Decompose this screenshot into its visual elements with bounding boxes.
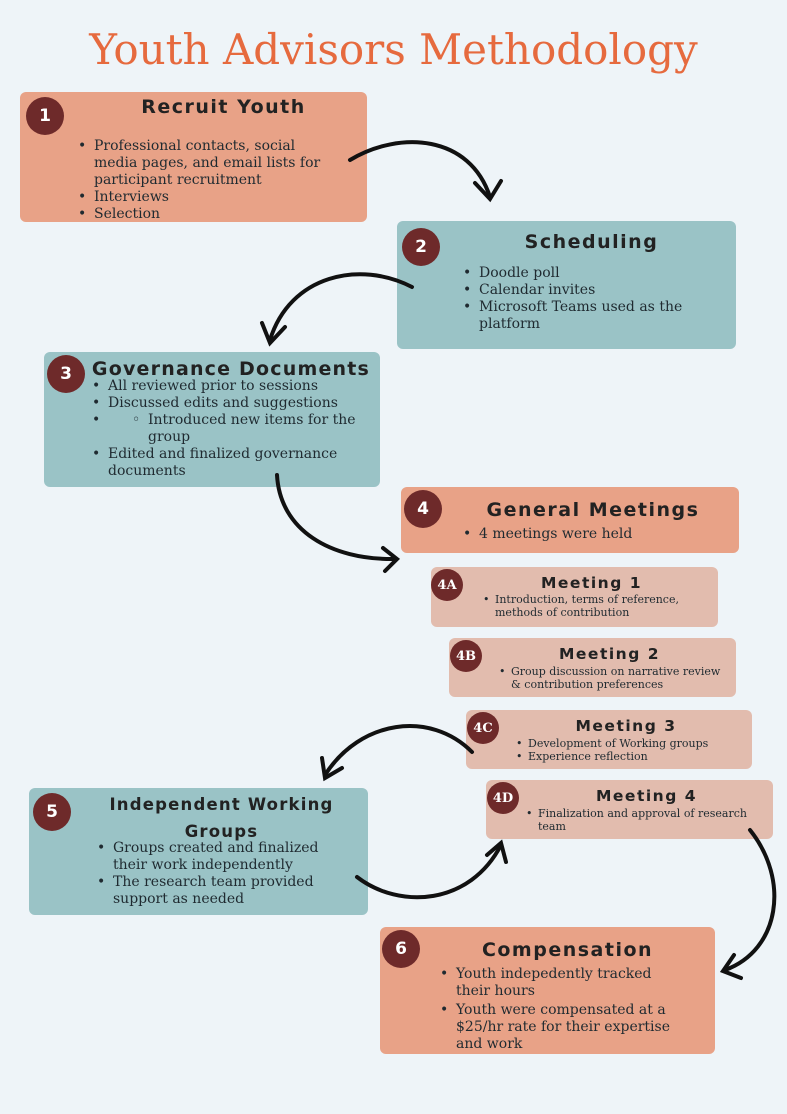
- arrow-1-to-2: [348, 140, 492, 199]
- step-2-bullet: Calendar invites: [463, 282, 713, 299]
- step-3-bullet: Edited and finalized governance document…: [92, 446, 376, 480]
- step-4b-bullet: Group discussion on narrative review & c…: [499, 665, 723, 691]
- step-2-bullet: Doodle poll: [463, 265, 713, 282]
- step-6-heading: Compensation: [481, 939, 654, 961]
- step-4b-bullets: Group discussion on narrative review & c…: [499, 665, 723, 691]
- arrow-5-to-4d: [355, 843, 503, 900]
- step-2-bullets: Doodle poll Calendar invites Microsoft T…: [463, 265, 713, 333]
- step-6-box: Compensation Youth indepedently tracked …: [380, 927, 715, 1054]
- step-3-subbullet-group: Introduced new items for the group: [92, 412, 376, 446]
- arrow-1-to-2-head: [473, 179, 503, 203]
- step-5-box: Independent Working Groups Groups create…: [29, 788, 368, 915]
- arrow-5-to-4d-head: [485, 839, 508, 864]
- step-4a-box: Meeting 1 Introduction, terms of referen…: [431, 567, 718, 627]
- arrow-3-to-4: [275, 473, 397, 562]
- step-4b-badge: 4B: [450, 640, 482, 672]
- step-1-bullet: Professional contacts, social media page…: [78, 138, 340, 189]
- step-1-badge: 1: [26, 97, 64, 135]
- step-4d-heading: Meeting 4: [596, 787, 697, 805]
- step-3-badge: 3: [47, 355, 85, 393]
- step-4-bullet: 4 meetings were held: [463, 526, 723, 543]
- step-1-heading: Recruit Youth: [141, 96, 306, 118]
- step-4a-bullet: Introduction, terms of reference, method…: [483, 593, 705, 619]
- step-4a-heading: Meeting 1: [541, 574, 642, 592]
- step-4d-badge: 4D: [487, 782, 519, 814]
- arrow-4d-to-6-head: [719, 953, 743, 980]
- page-title: Youth Advisors Methodology: [89, 25, 698, 74]
- arrow-4c-to-5: [323, 724, 474, 777]
- step-6-bullets: Youth indepedently tracked their hours Y…: [440, 966, 690, 1053]
- step-4c-bullet: Experience reflection: [516, 750, 740, 763]
- step-3-bullet: Discussed edits and suggestions: [92, 395, 376, 412]
- step-4b-box: Meeting 2 Group discussion on narrative …: [449, 638, 736, 697]
- step-2-badge: 2: [402, 228, 440, 266]
- step-4c-box: Meeting 3 Development of Working groups …: [466, 710, 752, 769]
- step-5-bullets: Groups created and finalized their work …: [97, 840, 347, 908]
- step-2-heading: Scheduling: [524, 231, 659, 253]
- arrow-4d-to-6: [723, 828, 777, 972]
- step-4c-heading: Meeting 3: [575, 717, 677, 735]
- step-4d-bullet: Finalization and approval of research te…: [526, 807, 758, 833]
- step-5-badge: 5: [33, 793, 71, 831]
- step-5-bullet: The research team provided support as ne…: [97, 874, 347, 908]
- arrow-2-to-3: [268, 272, 414, 342]
- step-1-bullet: Interviews: [78, 189, 340, 206]
- step-4d-bullets: Finalization and approval of research te…: [526, 807, 758, 833]
- step-6-bullet: Youth were compensated at a $25/hr rate …: [440, 1002, 690, 1053]
- step-3-bullet: All reviewed prior to sessions: [92, 378, 376, 395]
- step-2-box: Scheduling Doodle poll Calendar invites …: [397, 221, 736, 349]
- step-3-subbullets: Introduced new items for the group: [132, 412, 376, 446]
- step-3-subbullet: Introduced new items for the group: [132, 412, 376, 446]
- step-4c-bullets: Development of Working groups Experience…: [516, 737, 740, 763]
- step-1-bullets: Professional contacts, social media page…: [78, 138, 340, 223]
- step-4c-bullet: Development of Working groups: [516, 737, 740, 750]
- step-5-bullet: Groups created and finalized their work …: [97, 840, 347, 874]
- step-6-bullet: Youth indepedently tracked their hours: [440, 966, 690, 1000]
- step-1-box: Recruit Youth Professional contacts, soc…: [20, 92, 367, 223]
- step-3-heading: Governance Documents: [91, 358, 371, 380]
- arrow-2-to-3-head: [260, 321, 287, 347]
- step-4-bullets: 4 meetings were held: [463, 526, 723, 543]
- step-1-bullet: Selection: [78, 206, 340, 223]
- step-4c-badge: 4C: [467, 712, 499, 744]
- step-6-badge: 6: [382, 930, 420, 968]
- step-5-heading: Independent Working Groups: [109, 795, 334, 841]
- step-4-box: General Meetings 4 meetings were held: [401, 487, 739, 553]
- arrow-3-to-4-head: [381, 546, 401, 573]
- step-4-heading: General Meetings: [486, 499, 700, 521]
- step-4-badge: 4: [404, 490, 442, 528]
- step-4a-badge: 4A: [431, 569, 463, 601]
- arrow-4c-to-5-head: [320, 756, 344, 782]
- step-4d-box: Meeting 4 Finalization and approval of r…: [486, 780, 773, 839]
- step-3-bullets: All reviewed prior to sessions Discussed…: [92, 378, 376, 480]
- step-4b-heading: Meeting 2: [559, 645, 660, 663]
- step-2-bullet: Microsoft Teams used as the platform: [463, 299, 713, 333]
- step-3-box: Governance Documents All reviewed prior …: [44, 352, 380, 487]
- step-4a-bullets: Introduction, terms of reference, method…: [483, 593, 705, 619]
